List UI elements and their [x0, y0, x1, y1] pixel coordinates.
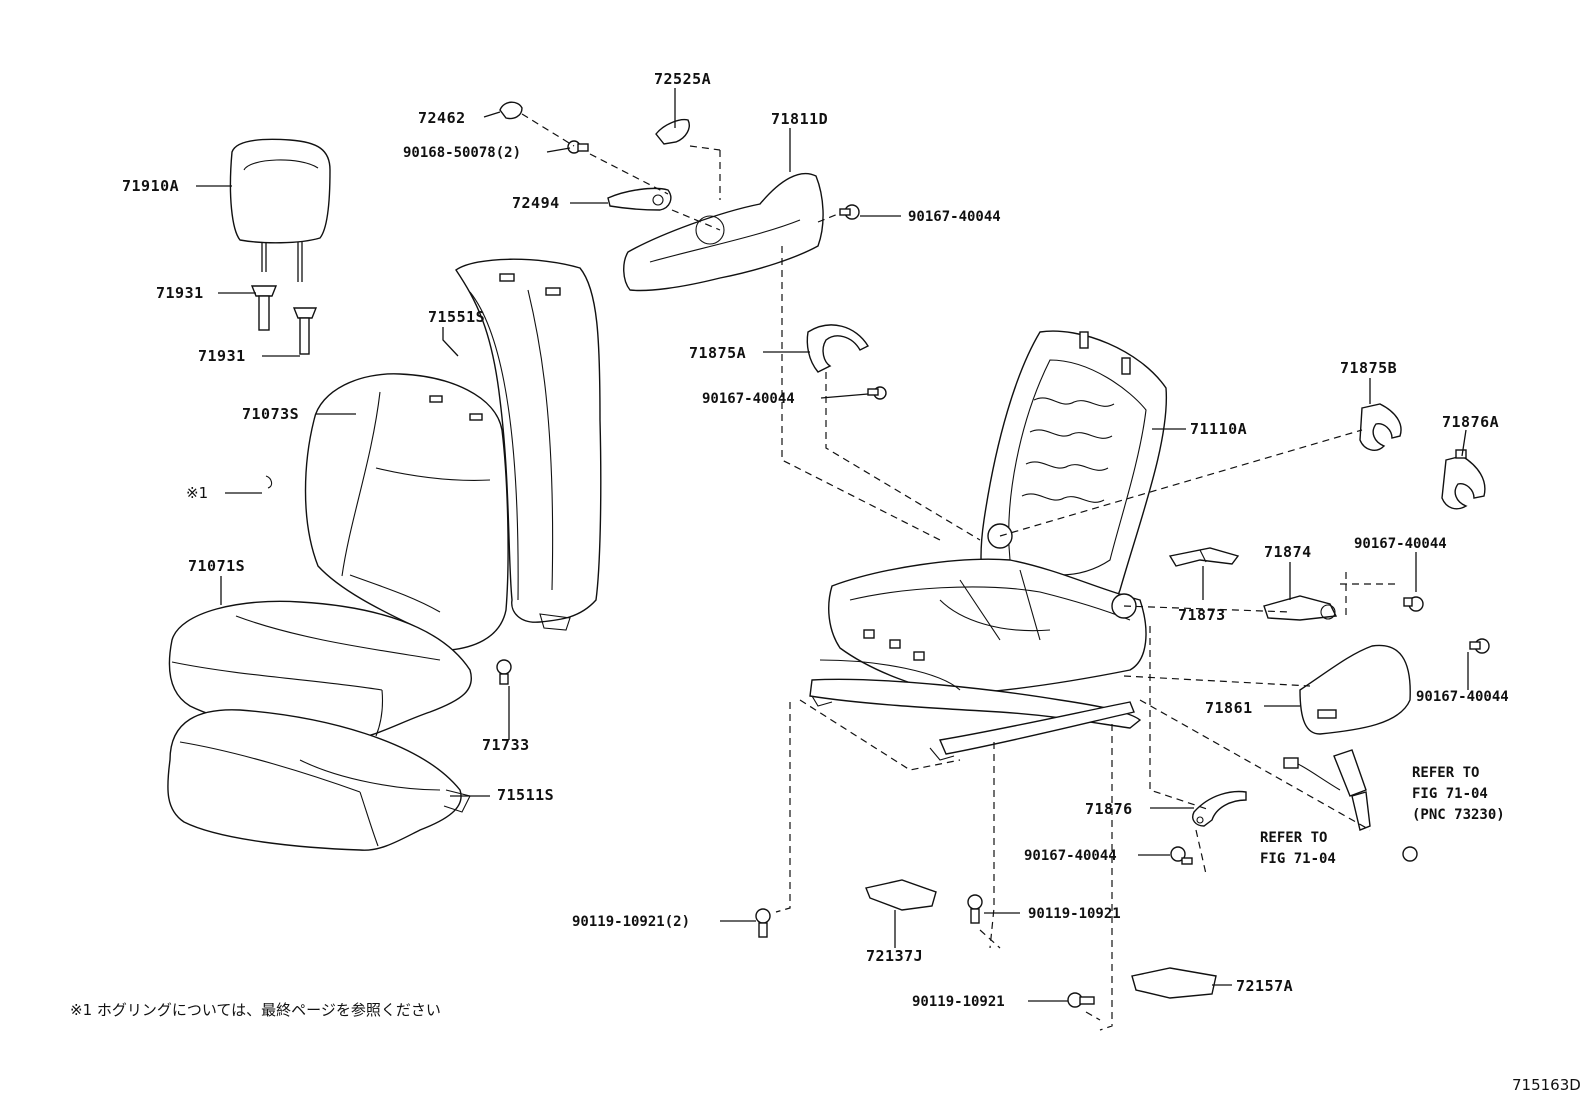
label-71071S: 71071S — [188, 557, 245, 575]
bolt-90119-a-drawing — [755, 908, 771, 938]
ref-1-line3: (PNC 73230) — [1412, 807, 1505, 823]
label-71910A: 71910A — [122, 177, 179, 195]
lever-72494-drawing — [607, 187, 672, 211]
cover-72137J-drawing — [865, 879, 937, 911]
label-72494: 72494 — [512, 194, 560, 212]
leader-lines — [196, 88, 1469, 1002]
label-71511S: 71511S — [497, 786, 554, 804]
cover-71876A-drawing — [1441, 449, 1486, 510]
cushion-pad-drawing — [167, 709, 471, 851]
label-72462: 72462 — [418, 109, 466, 127]
label-72137J: 72137J — [866, 947, 923, 965]
cover-71875B-drawing — [1359, 403, 1402, 451]
cover-72157A-drawing — [1131, 967, 1217, 999]
footnote: ※1 ホグリングについては、最終ページを参照ください — [70, 1001, 441, 1019]
label-90167-40044-mid: 90167-40044 — [702, 391, 795, 407]
label-90119-10921-mid: 90119-10921 — [1028, 906, 1121, 922]
label-71861: 71861 — [1205, 699, 1253, 717]
label-71073S: 71073S — [242, 405, 299, 423]
ref-1-line2: FIG 71-04 — [1412, 786, 1488, 802]
label-71875B: 71875B — [1340, 359, 1397, 377]
label-71875A: 71875A — [689, 344, 746, 362]
shield-71811D-drawing — [623, 172, 824, 292]
label-71733: 71733 — [482, 736, 530, 754]
label-90119-10921-bottom: 90119-10921 — [912, 994, 1005, 1010]
bolt-90119-c-drawing — [1067, 992, 1095, 1008]
label-71874: 71874 — [1264, 543, 1312, 561]
reference-labels: REFER TO FIG 71-04 (PNC 73230) REFER TO … — [1260, 765, 1505, 867]
bracket-71873-drawing — [1168, 547, 1240, 567]
cover-71876-drawing — [1192, 790, 1247, 827]
screw-90167-b-drawing — [867, 386, 887, 400]
screw-90168-drawing — [567, 140, 589, 154]
label-71110A: 71110A — [1190, 420, 1247, 438]
label-71931-upper: 71931 — [156, 284, 204, 302]
diagram-id: 715163D — [1512, 1076, 1581, 1094]
seat-frame-drawing — [809, 330, 1168, 761]
hog-ring-drawing — [265, 475, 273, 489]
label-71551S: 71551S — [428, 308, 485, 326]
screw-90167-c-drawing — [1403, 596, 1424, 612]
label-90167-40044-right-upper: 90167-40044 — [1354, 536, 1447, 552]
shield-71861-drawing — [1299, 644, 1411, 735]
screw-90167-e-drawing — [1170, 846, 1193, 865]
label-90167-40044-top: 90167-40044 — [908, 209, 1001, 225]
label-72157A: 72157A — [1236, 977, 1293, 995]
label-71876A: 71876A — [1442, 413, 1499, 431]
headrest-guide-drawing — [250, 285, 318, 355]
seatback-pad-drawing — [455, 258, 602, 631]
screw-90167-d-drawing — [1469, 638, 1490, 654]
screw-90167-a-drawing — [839, 204, 860, 220]
headrest-drawing — [229, 138, 331, 282]
part-labels: 72525A 72462 71811D 90168-50078(2) 71910… — [122, 70, 1509, 1010]
label-90167-40044-right-lower: 90167-40044 — [1416, 689, 1509, 705]
clip-72462-drawing — [499, 101, 523, 120]
label-71873: 71873 — [1178, 606, 1226, 624]
cover-71875A-drawing — [806, 324, 869, 373]
cover-72525A-drawing — [655, 118, 690, 145]
bracket-71874-drawing — [1263, 595, 1338, 621]
seatbelt-buckle-drawing — [1283, 749, 1418, 862]
bolt-90119-b-drawing — [967, 894, 983, 924]
ref-1-line1: REFER TO — [1412, 765, 1479, 781]
seatback-cover-drawing — [304, 373, 509, 651]
label-90119-10921-2: 90119-10921(2) — [572, 914, 690, 930]
label-72525A: 72525A — [654, 70, 711, 88]
label-90167-40044-bottom: 90167-40044 — [1024, 848, 1117, 864]
label-71811D: 71811D — [771, 110, 828, 128]
label-71931-lower: 71931 — [198, 347, 246, 365]
label-note-1: ※1 — [186, 484, 208, 502]
label-90168-50078: 90168-50078(2) — [403, 145, 521, 161]
dashed-assembly-lines — [521, 113, 1400, 1031]
label-71876: 71876 — [1085, 800, 1133, 818]
cushion-clip-drawing — [496, 659, 512, 685]
ref-2-line2: FIG 71-04 — [1260, 851, 1336, 867]
ref-2-line1: REFER TO — [1260, 830, 1327, 846]
